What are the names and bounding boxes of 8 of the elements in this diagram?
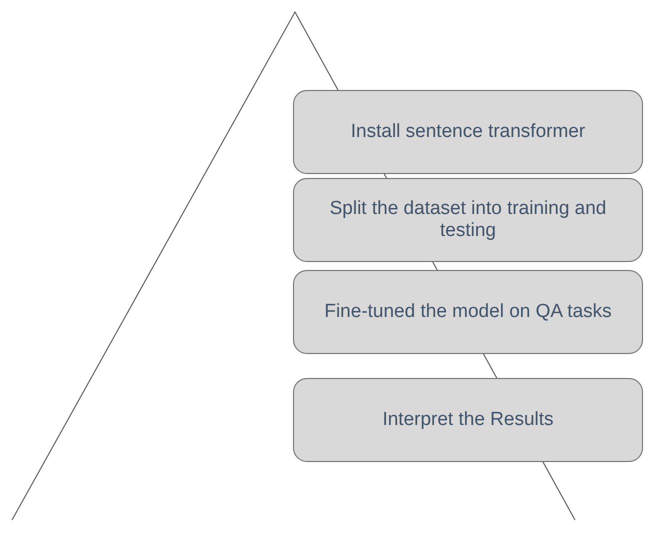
step-text: Install sentence transformer [350, 121, 586, 143]
step-text: Interpret the Results [382, 409, 554, 431]
step-text: Split the dataset into training and testing [328, 198, 608, 242]
step-text: Fine-tuned the model on QA tasks [324, 301, 612, 323]
step-box [293, 178, 643, 262]
step-box [293, 270, 643, 354]
step-box [293, 378, 643, 462]
step-box [293, 90, 643, 174]
